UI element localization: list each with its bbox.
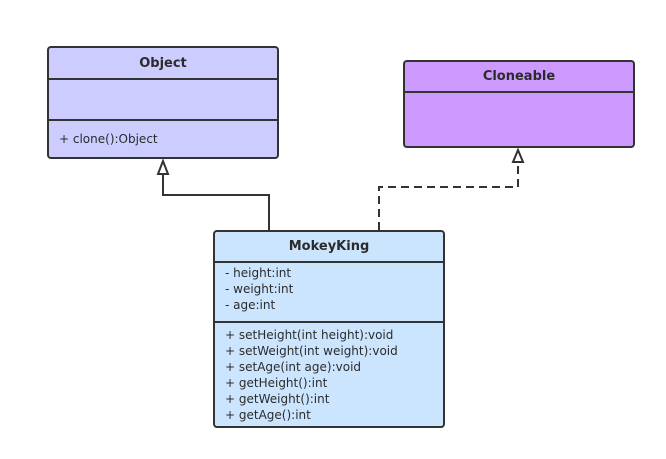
operation: + setWeight(int weight):void xyxy=(225,344,398,358)
realization-arrowhead xyxy=(511,147,525,163)
operation: + clone():Object xyxy=(59,132,158,146)
generalization-line xyxy=(162,174,270,230)
realization-line xyxy=(378,162,519,230)
class-mokeyking[interactable]: MokeyKing - height:int - weight:int - ag… xyxy=(213,230,445,428)
attributes-section xyxy=(49,80,277,121)
operation: + getAge():int xyxy=(225,408,311,422)
attribute: - height:int xyxy=(225,266,292,280)
operation: + getWeight():int xyxy=(225,392,330,406)
class-object[interactable]: Object + clone():Object xyxy=(47,46,279,159)
operations-section: + clone():Object xyxy=(49,121,277,150)
generalization-arrowhead xyxy=(156,158,170,175)
operation: + setHeight(int height):void xyxy=(225,328,394,342)
operations-section: + setHeight(int height):void + setWeight… xyxy=(215,323,443,426)
class-name: Object xyxy=(49,48,277,80)
class-name: Cloneable xyxy=(405,62,633,93)
body-section xyxy=(405,93,633,99)
attribute: - weight:int xyxy=(225,282,294,296)
operation: + getHeight():int xyxy=(225,376,328,390)
class-cloneable[interactable]: Cloneable xyxy=(403,60,635,148)
class-name: MokeyKing xyxy=(215,232,443,263)
operation: + setAge(int age):void xyxy=(225,360,362,374)
attribute: - age:int xyxy=(225,298,276,312)
attributes-section: - height:int - weight:int - age:int xyxy=(215,263,443,323)
